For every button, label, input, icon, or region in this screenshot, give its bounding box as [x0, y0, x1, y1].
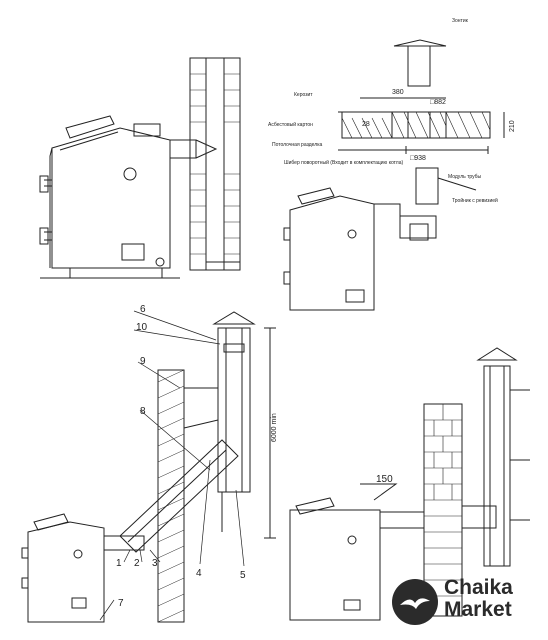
dim-380: 380	[392, 89, 404, 96]
label-troynik: Тройник с ревизией	[452, 197, 498, 204]
label-shiber: Шибер поворотный (Входит в комплектацию …	[284, 159, 403, 166]
brand-name: Chaika Market	[444, 577, 513, 621]
label-potolok: Потолочная разделка	[272, 142, 322, 148]
dim-height-6000: 6000 min	[271, 413, 278, 442]
horizontal-through-brick-wall	[289, 347, 530, 621]
chaika-market-logo: Chaika Market	[392, 577, 542, 633]
brand-line2: Market	[444, 598, 512, 621]
callout-8: 8	[140, 406, 146, 417]
callout-10: 10	[136, 322, 148, 333]
seagull-icon	[392, 579, 438, 625]
dim-28: 28	[362, 121, 370, 128]
boiler-with-brick-chimney	[39, 57, 241, 279]
label-modul: Модуль трубы	[448, 174, 482, 180]
label-kerosin: Керозит	[294, 92, 313, 98]
top-right-text-labels: Зонтик Керозит Асбестовый картон Потолоч…	[268, 18, 516, 204]
callout-2: 2	[134, 558, 140, 569]
label-asbest: Асбестовый картон	[268, 121, 313, 128]
dim-angle-150: 150	[376, 474, 393, 485]
callout-1: 1	[116, 558, 122, 569]
brand-line1: Chaika	[444, 576, 513, 599]
callout-numbers: 1 2 3 4 5 6 7 8 9 10 6000 min 150	[116, 304, 393, 609]
dim-882: □882	[430, 99, 446, 106]
label-zontik: Зонтик	[452, 18, 469, 24]
dim-210: 210	[509, 120, 516, 132]
callout-7: 7	[118, 598, 124, 609]
callout-4: 4	[196, 568, 202, 579]
callout-9: 9	[140, 356, 146, 367]
callout-3: 3	[152, 558, 158, 569]
dim-938: □938	[410, 155, 426, 162]
callout-5: 5	[240, 570, 246, 581]
angled-chimney-through-wall	[21, 310, 276, 623]
callout-6: 6	[140, 304, 146, 315]
ceiling-passthrough-detail	[283, 39, 505, 311]
